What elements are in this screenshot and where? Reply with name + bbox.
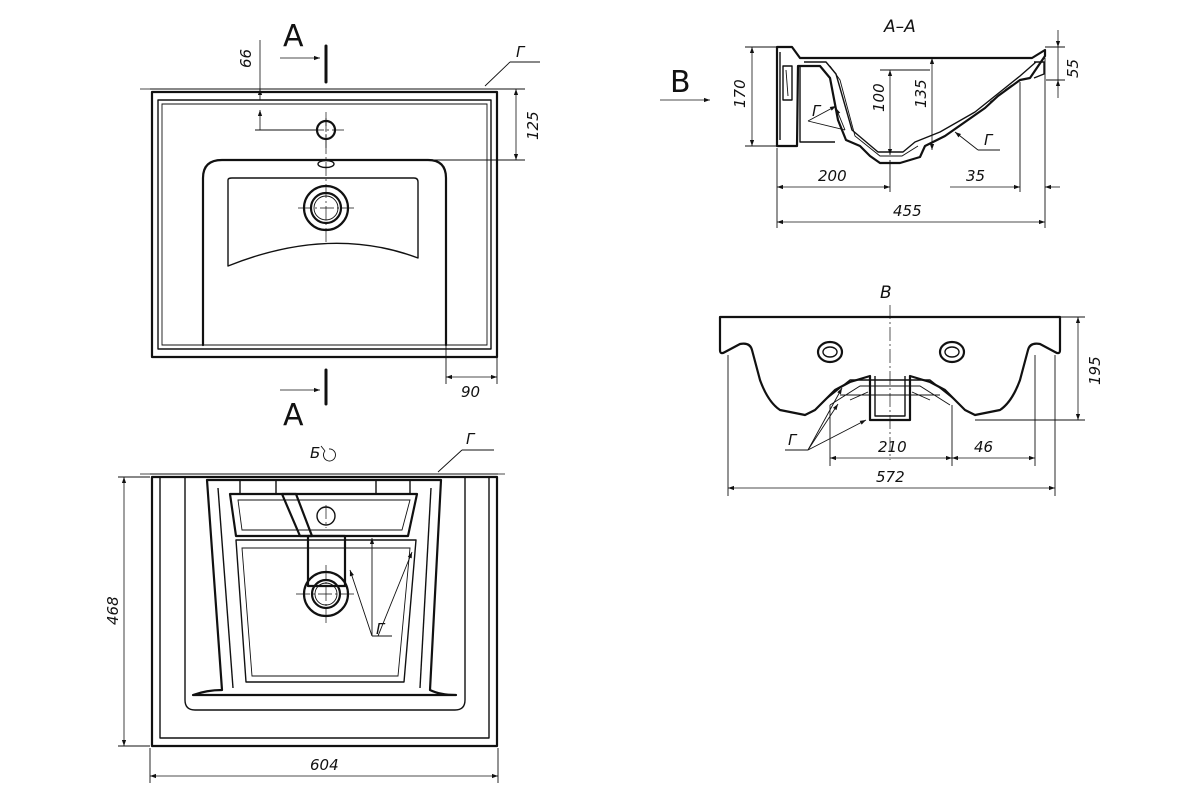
view-b-title: B [880,283,892,303]
view-b: B 195 210 46 572 [718,283,1104,496]
dim-572: 572 [876,468,905,486]
dim-195: 195 [1086,356,1104,385]
surface-label-section-right: Г [984,131,994,149]
view-bottom-label: Б [310,444,320,462]
dim-455: 455 [893,202,922,220]
section-marker-bottom: A [283,398,304,433]
dim-170: 170 [731,79,749,108]
section-marker-top: A [283,19,304,54]
surface-label-section-left: Г [812,102,822,120]
top-view: A A 66 125 Г 90 [140,19,542,433]
dim-200: 200 [818,167,847,185]
section-title: A–A [883,17,916,37]
dim-46: 46 [974,438,993,456]
rotate-icon [323,448,336,462]
section-view: A–A B 170 100 135 [660,17,1082,228]
dim-210: 210 [878,438,907,456]
dim-55: 55 [1064,59,1082,78]
view-b-label: B [670,65,691,100]
bottom-view: Б [104,430,505,783]
surface-label-bottom-view: Г [376,620,386,638]
surface-label-top: Г [516,43,526,61]
dim-100: 100 [870,83,888,112]
dim-125: 125 [524,111,542,140]
dim-604: 604 [310,756,339,774]
dim-468: 468 [104,596,122,625]
dim-90: 90 [461,383,480,401]
dim-35: 35 [966,167,985,185]
dim-66: 66 [237,49,255,68]
dim-135: 135 [912,79,930,108]
surface-label-view-b: Г [788,431,798,449]
surface-label-bottom-top: Г [466,430,476,448]
